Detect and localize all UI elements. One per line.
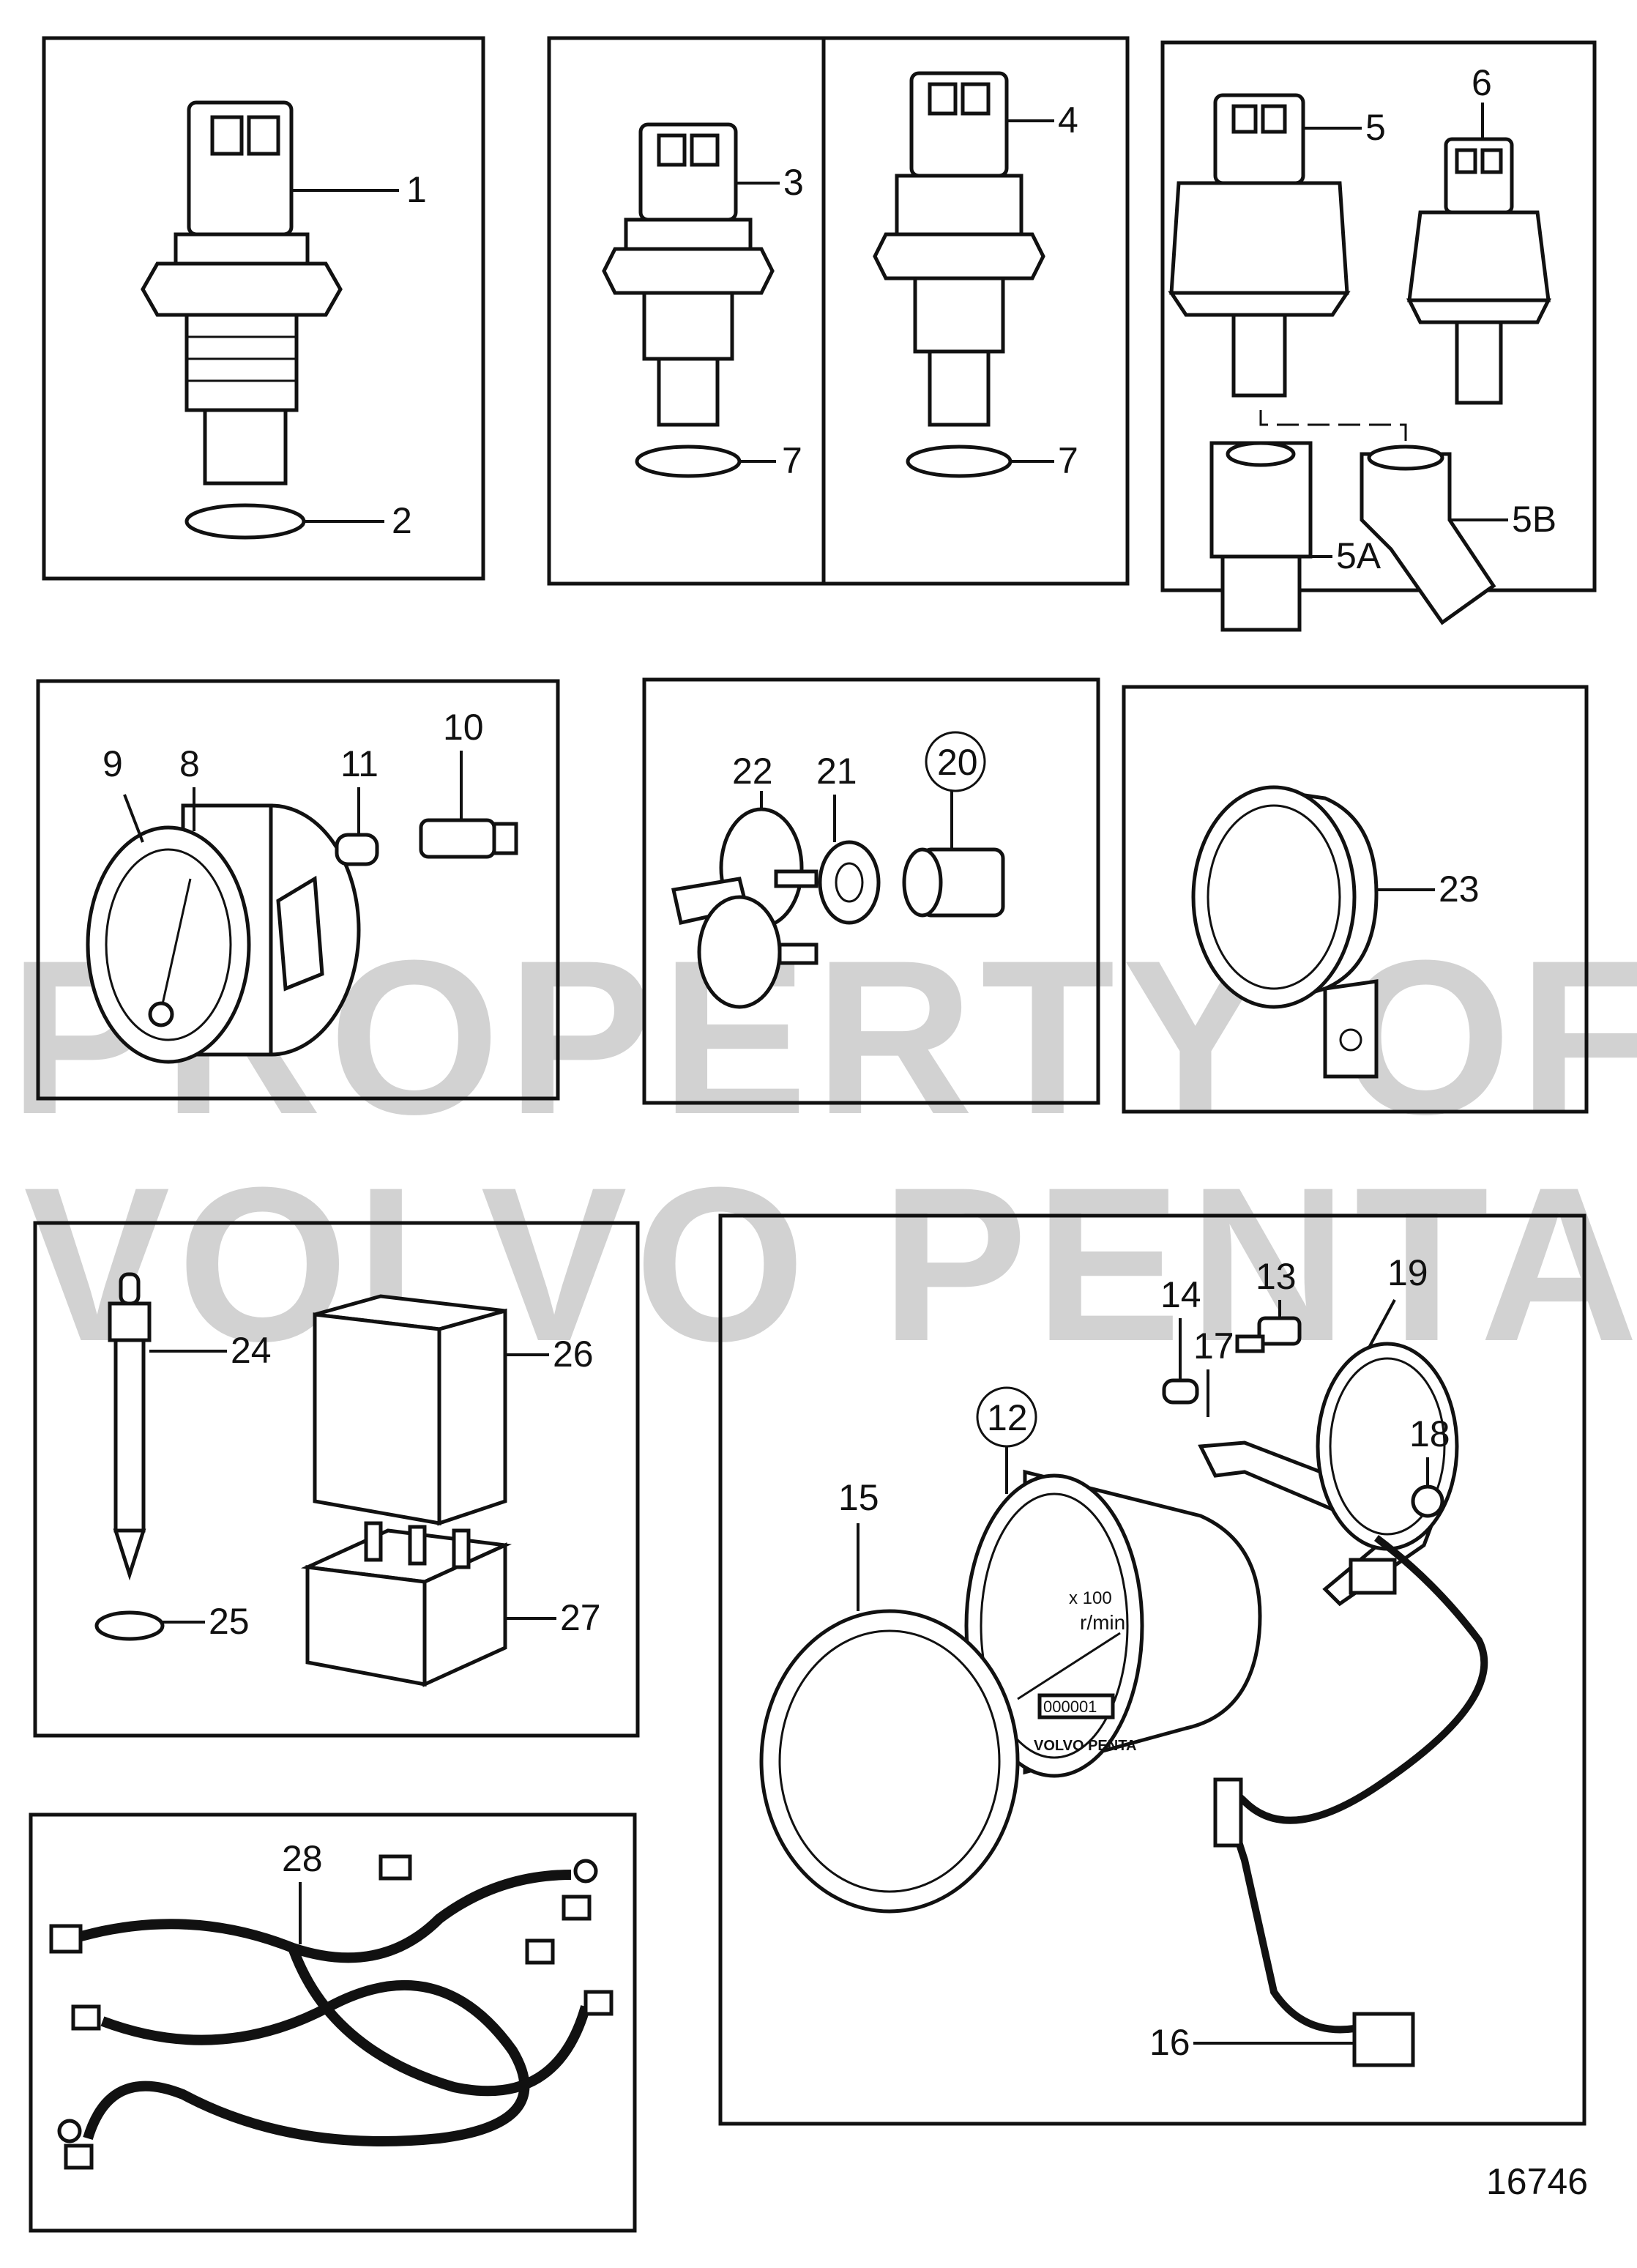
panel-gauge: 8 9 11 10	[36, 679, 560, 1101]
panel-frame	[42, 36, 485, 581]
panel-temperature-sensor: 1 2	[42, 36, 485, 581]
part-label: 20	[937, 742, 978, 783]
part-label: 5B	[1512, 499, 1556, 540]
tachometer-scale: x 100	[1069, 1588, 1112, 1608]
part-label: 25	[209, 1601, 250, 1642]
alarm-horn-23	[1191, 785, 1379, 1079]
nut-21	[818, 840, 881, 925]
panel-frame	[33, 1221, 640, 1738]
part-label: 12	[987, 1397, 1028, 1438]
panel-wiring-harness: 28	[29, 1812, 637, 2233]
panel-frame	[36, 679, 560, 1101]
panel-frame	[1122, 685, 1589, 1114]
pressure-sensor-6	[1406, 137, 1552, 405]
relay-26	[313, 1294, 507, 1526]
tachometer-12: x 100 r/min 000001 VOLVO PENTA	[964, 1469, 1262, 1778]
bulb-holder-10	[419, 818, 518, 859]
bulb-14	[1162, 1378, 1199, 1405]
part-label: 21	[816, 751, 857, 792]
part-label: 13	[1256, 1256, 1297, 1297]
part-label: 3	[783, 162, 804, 203]
part-label: 28	[282, 1838, 323, 1879]
part-label: 5	[1365, 107, 1386, 148]
figure-number: 16746	[1486, 2161, 1588, 2202]
panel-frame	[642, 677, 1100, 1105]
bezel-ring-15	[759, 1609, 1020, 1914]
nut-18	[1411, 1484, 1444, 1518]
part-label: 18	[1409, 1413, 1450, 1454]
relay-base-27	[300, 1521, 512, 1687]
panel-glow-plug-relay: 24 25 26 27	[33, 1221, 640, 1738]
part-label: 8	[179, 743, 200, 784]
adapter-5b-angled	[1360, 445, 1496, 625]
gauge-8	[86, 803, 361, 1064]
part-label: 1	[406, 169, 427, 210]
panel-tachometer: x 100 r/min 000001 VOLVO PENTA 12 15 17 …	[718, 1213, 1586, 2126]
temperature-sensor-1	[141, 100, 343, 540]
adapter-5a	[1209, 441, 1313, 632]
pressure-sensor-5	[1168, 93, 1351, 398]
part-label: 9	[102, 743, 123, 784]
part-label: 2	[392, 500, 412, 541]
wiring-harness-28	[49, 1854, 614, 2170]
part-label: 19	[1387, 1252, 1428, 1293]
part-label: 23	[1439, 869, 1480, 910]
panel-sender-pair: 3 7 4 7	[547, 36, 1130, 586]
hour-counter: 000001	[1043, 1698, 1097, 1716]
temperature-sender-3	[602, 122, 775, 478]
part-label: 17	[1193, 1326, 1234, 1367]
part-label: 24	[231, 1330, 272, 1371]
panel-alarm-horn: 23	[1122, 685, 1589, 1114]
part-label: 7	[1058, 440, 1078, 481]
part-label: 15	[838, 1477, 879, 1518]
panel-ignition-switch: 22 21 20	[642, 677, 1100, 1105]
tachometer-brand: VOLVO PENTA	[1034, 1738, 1136, 1754]
part-label: 14	[1160, 1274, 1201, 1315]
panel-frame	[718, 1213, 1586, 2126]
panel-frame	[1160, 40, 1597, 592]
part-label: 6	[1472, 62, 1492, 103]
bulb-11	[335, 833, 379, 866]
part-label: 16	[1149, 2022, 1190, 2063]
part-label: 4	[1058, 100, 1078, 141]
cable-harness-16	[1213, 1535, 1488, 2067]
part-label: 27	[560, 1597, 601, 1638]
temperature-sender-4	[873, 71, 1045, 478]
part-label: 11	[340, 743, 379, 784]
panel-frame	[547, 36, 1130, 586]
part-label: 5A	[1336, 535, 1381, 576]
part-label: 10	[443, 707, 484, 748]
panel-pressure-sensors: 5 6 5A 5B	[1160, 40, 1597, 632]
part-label: 26	[553, 1334, 594, 1375]
part-label: 22	[732, 751, 773, 792]
glow-plug-24	[94, 1272, 165, 1641]
tachometer-unit: r/min	[1080, 1611, 1125, 1634]
part-label: 7	[782, 440, 802, 481]
switch-20	[902, 847, 1005, 918]
panel-frame	[29, 1812, 637, 2233]
